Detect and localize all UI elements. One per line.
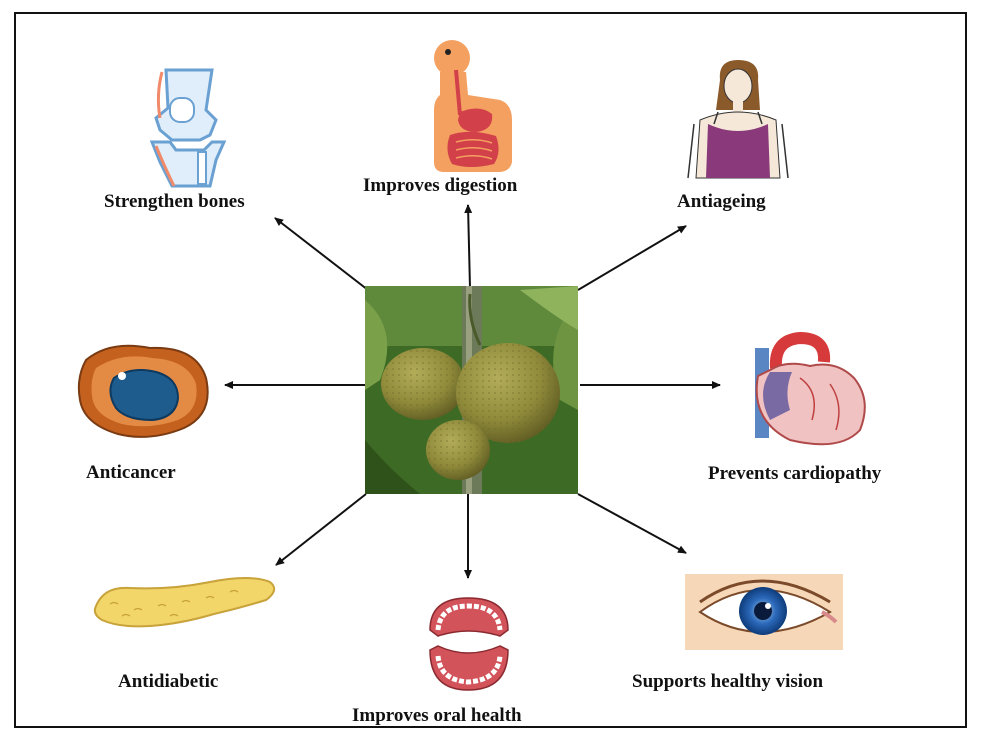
pancreas-icon (95, 578, 274, 626)
eye-icon (685, 574, 843, 650)
label-prevents-cardiopathy: Prevents cardiopathy (708, 464, 881, 483)
cancer-cell-icon (79, 346, 208, 437)
label-improves-oral-health: Improves oral health (352, 706, 522, 725)
heart-icon (755, 338, 865, 444)
digestive-system-icon (434, 40, 512, 172)
label-supports-healthy-vision: Supports healthy vision (632, 672, 823, 691)
arrow-to-vision (578, 494, 686, 553)
knee-joint-icon (152, 70, 224, 186)
label-improves-digestion: Improves digestion (363, 176, 517, 195)
arrow-to-antiageing (578, 226, 686, 290)
arrow-to-bones (275, 218, 368, 290)
arrow-to-antidiabetic (276, 494, 366, 565)
jackfruit-photo (365, 286, 578, 494)
teeth-icon (430, 598, 508, 690)
arrow-to-digestion (468, 205, 470, 288)
label-antiageing: Antiageing (677, 192, 766, 211)
woman-figure-icon (688, 60, 788, 178)
label-strengthen-bones: Strengthen bones (104, 192, 245, 211)
label-anticancer: Anticancer (86, 463, 176, 482)
label-antidiabetic: Antidiabetic (118, 672, 218, 691)
